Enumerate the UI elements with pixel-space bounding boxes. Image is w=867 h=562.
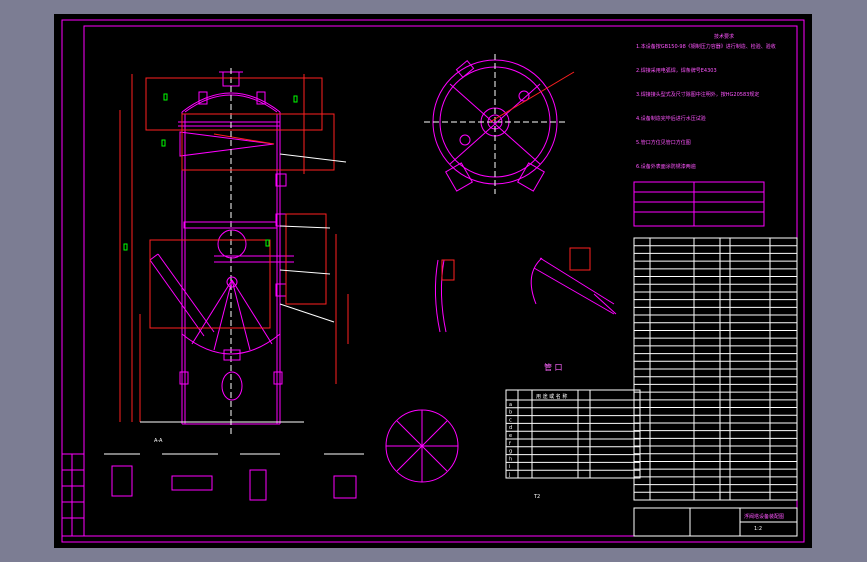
tech-req-line-6: 6.设备外表面涂防锈漆两遍 <box>636 163 696 170</box>
nozzle-row-label: i <box>509 464 510 470</box>
svg-text:技术要求: 技术要求 <box>714 33 734 40</box>
bill-of-materials <box>633 237 798 501</box>
nozzle-row-label: h <box>509 456 512 462</box>
label-section: A-A <box>154 438 163 444</box>
nozzle-row-label: c <box>509 417 512 423</box>
tech-requirements-block: 技术要求 1.本设备按GB150-98《钢制压力容器》进行制造、检验、验收 2.… <box>633 33 776 227</box>
title-block: 浮阀塔设备装配图 T2 A-A 1:2 <box>154 438 798 537</box>
nozzle-row-label: j <box>508 472 510 478</box>
nozzle-row-label: a <box>509 402 512 408</box>
cad-drawing-canvas[interactable]: 技术要求 1.本设备按GB150-98《钢制压力容器》进行制造、检验、验收 2.… <box>54 14 812 548</box>
cad-drawing-svg: 技术要求 1.本设备按GB150-98《钢制压力容器》进行制造、检验、验收 2.… <box>61 19 805 543</box>
tech-req-line-2: 2.焊接采用电弧焊，焊条牌号E4303 <box>636 67 717 74</box>
title-block-text: 浮阀塔设备装配图 <box>744 513 784 520</box>
nozzle-row-label: f <box>509 441 511 447</box>
svg-text:用 途 或 名 称: 用 途 或 名 称 <box>536 393 567 400</box>
svg-text:管 口: 管 口 <box>544 362 563 372</box>
nozzle-row-label: g <box>509 449 512 455</box>
inner-frame <box>83 25 798 537</box>
tech-req-line-5: 5.管口方位见管口方位图 <box>636 139 691 146</box>
nozzle-row-label: b <box>509 410 512 416</box>
nozzle-orientation-plan <box>424 54 575 194</box>
tech-req-line-3: 3.焊接接头型式及尺寸除图中注明外，按HG20583规定 <box>636 91 759 98</box>
outer-frame <box>61 19 805 543</box>
label-t2: T2 <box>533 494 540 500</box>
vessel-elevation-view <box>119 68 349 434</box>
revision-block <box>61 453 85 537</box>
tech-req-line-1: 1.本设备按GB150-98《钢制压力容器》进行制造、检验、验收 <box>636 43 776 50</box>
tech-req-line-4: 4.设备制造完毕后进行水压试验 <box>636 115 706 122</box>
section-detail-views <box>104 247 617 501</box>
nozzle-row-label: e <box>509 433 512 439</box>
label-scale: 1:2 <box>754 526 762 532</box>
nozzle-row-label: d <box>509 425 512 431</box>
